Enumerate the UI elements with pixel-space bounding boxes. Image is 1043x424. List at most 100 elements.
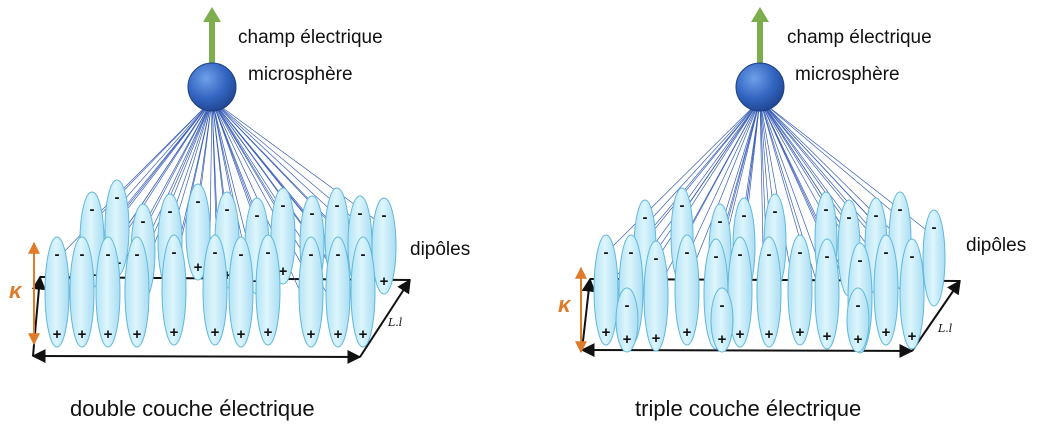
positive-charge-sign: + (854, 331, 863, 348)
dipole-layer: -----------+-+-+-+-+-+-+-+-+-+-+-+-+-+-+ (594, 188, 945, 353)
negative-charge-sign: - (856, 297, 861, 314)
negative-charge-sign: - (141, 213, 146, 230)
positive-charge-sign: + (652, 330, 661, 347)
dipole: -+ (594, 235, 618, 345)
negative-charge-sign: - (266, 244, 271, 261)
negative-charge-sign: - (858, 252, 863, 269)
positive-charge-sign: + (765, 326, 774, 343)
positive-charge-sign: + (334, 326, 343, 343)
negative-charge-sign: - (654, 250, 659, 267)
positive-charge-sign: + (237, 326, 246, 343)
negative-charge-sign: - (824, 201, 829, 218)
caption: triple couche électrique (635, 396, 861, 421)
dipole: -+ (299, 237, 323, 347)
positive-charge-sign: + (264, 324, 273, 341)
dipole: - (923, 210, 945, 306)
negative-charge-sign: - (625, 297, 630, 314)
dipole: -+ (847, 288, 869, 352)
dipole: -+ (874, 235, 898, 345)
negative-charge-sign: - (196, 193, 201, 210)
dipole: -+ (351, 237, 375, 347)
negative-charge-sign: - (309, 246, 314, 263)
negative-charge-sign: - (718, 213, 723, 230)
negative-charge-sign: - (239, 246, 244, 263)
negative-charge-sign: - (172, 244, 177, 261)
dipole: -+ (256, 235, 280, 345)
negative-charge-sign: - (361, 246, 366, 263)
negative-charge-sign: - (910, 248, 915, 265)
negative-charge-sign: - (714, 248, 719, 265)
microsphere (736, 63, 784, 111)
dipole: -+ (229, 237, 253, 347)
dipole: -+ (788, 235, 812, 345)
length-label: L.l (387, 316, 403, 329)
positive-charge-sign: + (211, 324, 220, 341)
sphere-label: microsphère (795, 64, 900, 85)
dipole: -+ (372, 198, 396, 294)
negative-charge-sign: - (225, 201, 230, 218)
positive-charge-sign: + (796, 324, 805, 341)
negative-charge-sign: - (255, 207, 260, 224)
dipole-layer: -+-+-+-+-+-+-+-+-+-+-+-+-+-+-+-+-+-+-+-+… (45, 180, 396, 347)
dipoles-label: dipôles (410, 239, 470, 260)
length-label: L.l (937, 322, 953, 335)
dipole: -+ (757, 237, 781, 347)
negative-charge-sign: - (932, 219, 937, 236)
positive-charge-sign: + (882, 324, 891, 341)
dipole: -+ (326, 237, 350, 347)
negative-charge-sign: - (798, 244, 803, 261)
caption: double couche électrique (70, 396, 315, 421)
dipole: -+ (203, 235, 227, 345)
positive-charge-sign: + (133, 326, 142, 343)
negative-charge-sign: - (884, 244, 889, 261)
dipole: -+ (644, 241, 668, 351)
negative-charge-sign: - (358, 205, 363, 222)
dipole: -+ (711, 288, 733, 352)
negative-charge-sign: - (742, 207, 747, 224)
negative-charge-sign: - (825, 248, 830, 265)
negative-charge-sign: - (336, 246, 341, 263)
panel-double-layer: champ électrique microsphère L.l κ -+-+-… (9, 7, 470, 421)
negative-charge-sign: - (874, 207, 879, 224)
negative-charge-sign: - (55, 246, 60, 263)
negative-charge-sign: - (310, 205, 315, 222)
dipole: -+ (162, 235, 186, 345)
negative-charge-sign: - (80, 246, 85, 263)
field-label: champ électrique (787, 27, 932, 48)
negative-charge-sign: - (720, 297, 725, 314)
positive-charge-sign: + (53, 326, 62, 343)
positive-charge-sign: + (823, 328, 832, 345)
negative-charge-sign: - (213, 244, 218, 261)
positive-charge-sign: + (623, 331, 632, 348)
dipole: -+ (45, 237, 69, 347)
positive-charge-sign: + (683, 324, 692, 341)
negative-charge-sign: - (685, 244, 690, 261)
positive-charge-sign: + (104, 326, 113, 343)
positive-charge-sign: + (602, 324, 611, 341)
negative-charge-sign: - (767, 246, 772, 263)
dipole: -+ (125, 237, 149, 347)
negative-charge-sign: - (281, 197, 286, 214)
panel-triple-layer: champ électrique microsphère L.l κ -----… (558, 7, 1026, 421)
dipole: -+ (900, 239, 924, 349)
dipole: -+ (675, 235, 699, 345)
negative-charge-sign: - (847, 209, 852, 226)
negative-charge-sign: - (898, 201, 903, 218)
sphere-label: microsphère (248, 64, 353, 85)
dipoles-label: dipôles (966, 235, 1026, 256)
dipole: -+ (616, 288, 638, 352)
negative-charge-sign: - (773, 203, 778, 220)
positive-charge-sign: + (380, 273, 389, 290)
positive-charge-sign: + (736, 326, 745, 343)
positive-charge-sign: + (170, 324, 179, 341)
negative-charge-sign: - (168, 203, 173, 220)
negative-charge-sign: - (115, 189, 120, 206)
positive-charge-sign: + (359, 326, 368, 343)
negative-charge-sign: - (135, 246, 140, 263)
negative-charge-sign: - (335, 197, 340, 214)
negative-charge-sign: - (629, 244, 634, 261)
electric-field-arrow (203, 7, 221, 72)
negative-charge-sign: - (382, 207, 387, 224)
negative-charge-sign: - (680, 197, 685, 214)
positive-charge-sign: + (307, 326, 316, 343)
